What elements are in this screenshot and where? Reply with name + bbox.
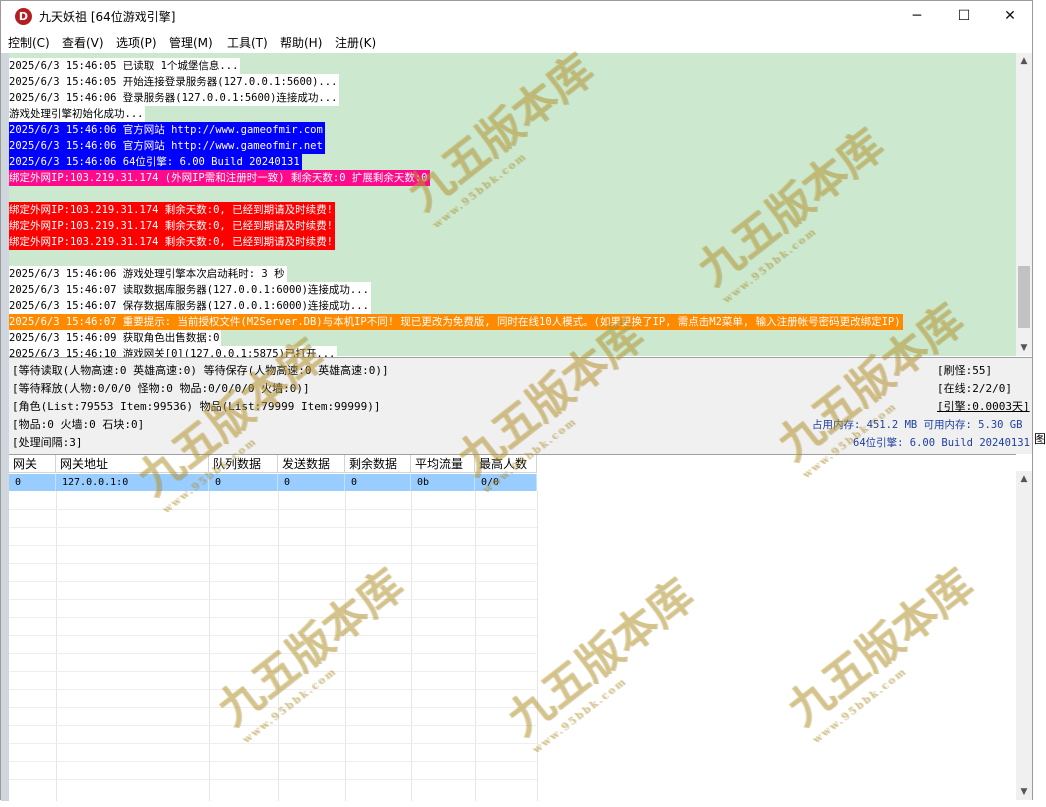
grid-line: [9, 581, 537, 582]
status-release: [等待释放(人物:0/0/0 怪物:0 物品:0/0/0/0 火墙:0)]: [12, 382, 310, 395]
menu-help[interactable]: 帮助(H): [280, 36, 323, 50]
scroll-up-icon[interactable]: ▲: [1020, 56, 1028, 66]
gateway-table[interactable]: 网关 网关地址 队列数据 发送数据 剩余数据 平均流量 最高人数 0 127.0…: [9, 454, 1016, 801]
grid-line: [9, 545, 537, 546]
scroll-up-icon[interactable]: ▲: [1020, 474, 1028, 484]
title-bar[interactable]: D 九天妖祖 [64位游戏引擎] ─ ☐ ✕: [1, 1, 1032, 32]
log-line: [9, 250, 11, 266]
grid-line: [9, 689, 537, 690]
log-line: 游戏处理引擎初始化成功...: [9, 106, 146, 122]
log-line: 绑定外网IP:103.219.31.174 剩余天数:0, 已经到期请及时续费!: [9, 218, 335, 234]
table-cell[interactable]: 127.0.0.1:0: [56, 474, 209, 491]
grid-line: [209, 491, 210, 801]
column-header[interactable]: 平均流量: [411, 455, 475, 473]
column-header[interactable]: 剩余数据: [345, 455, 411, 473]
grid-line: [9, 599, 537, 600]
grid-line: [56, 491, 57, 801]
table-cell[interactable]: 0/0: [475, 474, 537, 491]
grid-line: [9, 671, 537, 672]
status-engine[interactable]: [引擎:0.0003天]: [937, 400, 1030, 413]
side-strip: [1, 53, 9, 801]
scroll-down-icon[interactable]: ▼: [1020, 787, 1028, 797]
grid-line: [9, 761, 537, 762]
grid-line: [9, 509, 537, 510]
grid-line: [537, 491, 538, 801]
log-scrollbar[interactable]: ▲ ▼: [1016, 53, 1032, 356]
grid-line: [475, 491, 476, 801]
window-title: 九天妖祖 [64位游戏引擎]: [39, 10, 176, 24]
log-line: 2025/6/3 15:46:06 登录服务器(127.0.0.1:5600)连…: [9, 90, 340, 106]
log-line: 绑定外网IP:103.219.31.174 (外网IP需和注册时一致) 剩余天数…: [9, 170, 430, 186]
status-interval: [处理间隔:3]: [12, 436, 83, 449]
status-refresh: [刷怪:55]: [937, 364, 993, 377]
menu-tools[interactable]: 工具(T): [227, 36, 268, 50]
log-panel[interactable]: 2025/6/3 15:46:05 已读取 1个城堡信息... 2025/6/3…: [9, 53, 1016, 362]
scroll-down-icon[interactable]: ▼: [1020, 343, 1028, 353]
background-fragment: 图: [1034, 432, 1046, 446]
log-line: 2025/6/3 15:46:06 官方网站 http://www.gameof…: [9, 138, 325, 154]
grid-line: [9, 653, 537, 654]
column-header[interactable]: 最高人数: [475, 455, 537, 473]
menu-view[interactable]: 查看(V): [62, 36, 104, 50]
grid-line: [9, 707, 537, 708]
grid-line: [9, 527, 537, 528]
table-cell[interactable]: 0: [345, 474, 411, 491]
grid-line: [9, 725, 537, 726]
status-role-items: [角色(List:79553 Item:99536) 物品(List:79999…: [12, 400, 381, 413]
status-version: 64位引擎: 6.00 Build 20240131: [853, 437, 1030, 449]
maximize-button[interactable]: ☐: [957, 8, 971, 24]
grid-line: [411, 491, 412, 801]
log-scroll-thumb[interactable]: [1018, 266, 1030, 328]
column-header[interactable]: 队列数据: [209, 455, 278, 473]
grid-line: [9, 635, 537, 636]
app-logo-icon: D: [15, 8, 32, 25]
menu-options[interactable]: 选项(P): [116, 36, 157, 50]
log-line: 2025/6/3 15:46:07 保存数据库服务器(127.0.0.1:600…: [9, 298, 371, 314]
grid-line: [9, 779, 537, 780]
status-items-firewall: [物品:0 火墙:0 石块:0]: [12, 418, 145, 431]
table-scrollbar[interactable]: ▲ ▼: [1016, 471, 1032, 800]
table-cell[interactable]: 0b: [411, 474, 475, 491]
grid-line: [9, 617, 537, 618]
menu-bar: 控制(C) 查看(V) 选项(P) 管理(M) 工具(T) 帮助(H) 注册(K…: [1, 32, 1032, 52]
close-button[interactable]: ✕: [1004, 8, 1016, 24]
log-line: 2025/6/3 15:46:07 读取数据库服务器(127.0.0.1:600…: [9, 282, 371, 298]
table-cell[interactable]: 0: [278, 474, 345, 491]
grid-line: [9, 743, 537, 744]
log-line: [9, 186, 11, 202]
log-line: 2025/6/3 15:46:06 游戏处理引擎本次启动耗时: 3 秒: [9, 266, 287, 282]
log-line: 2025/6/3 15:46:05 已读取 1个城堡信息...: [9, 58, 241, 74]
log-line: 2025/6/3 15:46:07 重要提示: 当前授权文件(M2Server.…: [9, 314, 903, 330]
log-line: 绑定外网IP:103.219.31.174 剩余天数:0, 已经到期请及时续费!: [9, 202, 335, 218]
menu-control[interactable]: 控制(C): [8, 36, 50, 50]
status-online: [在线:2/2/0]: [937, 382, 1012, 395]
log-line: 2025/6/3 15:46:05 开始连接登录服务器(127.0.0.1:56…: [9, 74, 340, 90]
column-header[interactable]: 网关: [9, 455, 56, 473]
log-line: 2025/6/3 15:46:06 官方网站 http://www.gameof…: [9, 122, 325, 138]
table-cell[interactable]: 0: [9, 474, 56, 491]
column-header[interactable]: 发送数据: [278, 455, 345, 473]
log-line: 2025/6/3 15:46:09 获取角色出售数据:0: [9, 330, 222, 346]
grid-line: [345, 491, 346, 801]
log-line: 绑定外网IP:103.219.31.174 剩余天数:0, 已经到期请及时续费!: [9, 234, 335, 250]
menu-register[interactable]: 注册(K): [335, 36, 377, 50]
grid-line: [278, 491, 279, 801]
status-read-save: [等待读取(人物高速:0 英雄高速:0) 等待保存(人物高速:0 英雄高速:0)…: [12, 364, 389, 377]
grid-line: [9, 563, 537, 564]
column-header[interactable]: 网关地址: [56, 455, 209, 473]
status-memory: 占用内存: 451.2 MB 可用内存: 5.30 GB: [812, 419, 1023, 431]
minimize-button[interactable]: ─: [912, 8, 922, 24]
log-line: 2025/6/3 15:46:06 64位引擎: 6.00 Build 2024…: [9, 154, 302, 170]
menu-manage[interactable]: 管理(M): [169, 36, 213, 50]
table-cell[interactable]: 0: [209, 474, 278, 491]
status-panel: [等待读取(人物高速:0 英雄高速:0) 等待保存(人物高速:0 英雄高速:0)…: [9, 357, 1032, 454]
